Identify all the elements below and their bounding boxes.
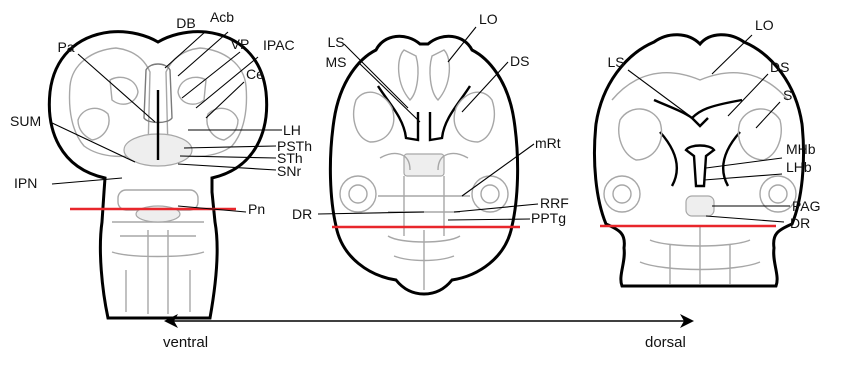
label-mhb: MHb [786,141,816,157]
label-pn: Pn [248,201,265,217]
label-ms: MS [326,54,347,70]
label-s: S [783,87,792,103]
label-db: DB [176,15,195,31]
label-mrt: mRt [535,135,561,151]
label-ipn: IPN [14,175,37,191]
dorsal-section: LO LS DS S MHb LHb PAG DR [594,17,820,286]
label-dr-middle: DR [292,206,312,222]
label-ds-dorsal: DS [770,59,789,75]
label-ipac: IPAC [263,37,295,53]
label-lo-middle: LO [479,11,498,27]
label-pptg: PPTg [531,210,566,226]
label-lh: LH [283,122,301,138]
label-ce: Ce [246,66,264,82]
label-acb: Acb [210,9,234,25]
dorsal-pag-box [686,196,714,216]
label-pa: Pa [57,39,74,55]
label-vp: VP [231,36,250,52]
middle-section: LO LS MS DS mRt RRF DR PPTg [292,11,569,294]
label-lo-dorsal: LO [755,17,774,33]
label-dr-dorsal: DR [790,215,810,231]
label-ls-dorsal: LS [607,54,624,70]
label-sum: SUM [10,113,41,129]
label-snr: SNr [277,163,301,179]
label-ds-middle: DS [510,53,529,69]
ventral-section-outline [49,32,266,318]
label-rrf: RRF [540,195,569,211]
label-lhb: LHb [786,159,812,175]
axis-label-ventral: ventral [163,334,208,351]
label-pag: PAG [792,198,821,214]
ventral-dorsal-axis-arrow [164,314,694,328]
ventral-section: DB Acb Pa VP IPAC Ce SUM LH PSTh STh SNr… [10,9,312,318]
label-ls-middle: LS [327,34,344,50]
axis-label-dorsal: dorsal [645,334,686,351]
